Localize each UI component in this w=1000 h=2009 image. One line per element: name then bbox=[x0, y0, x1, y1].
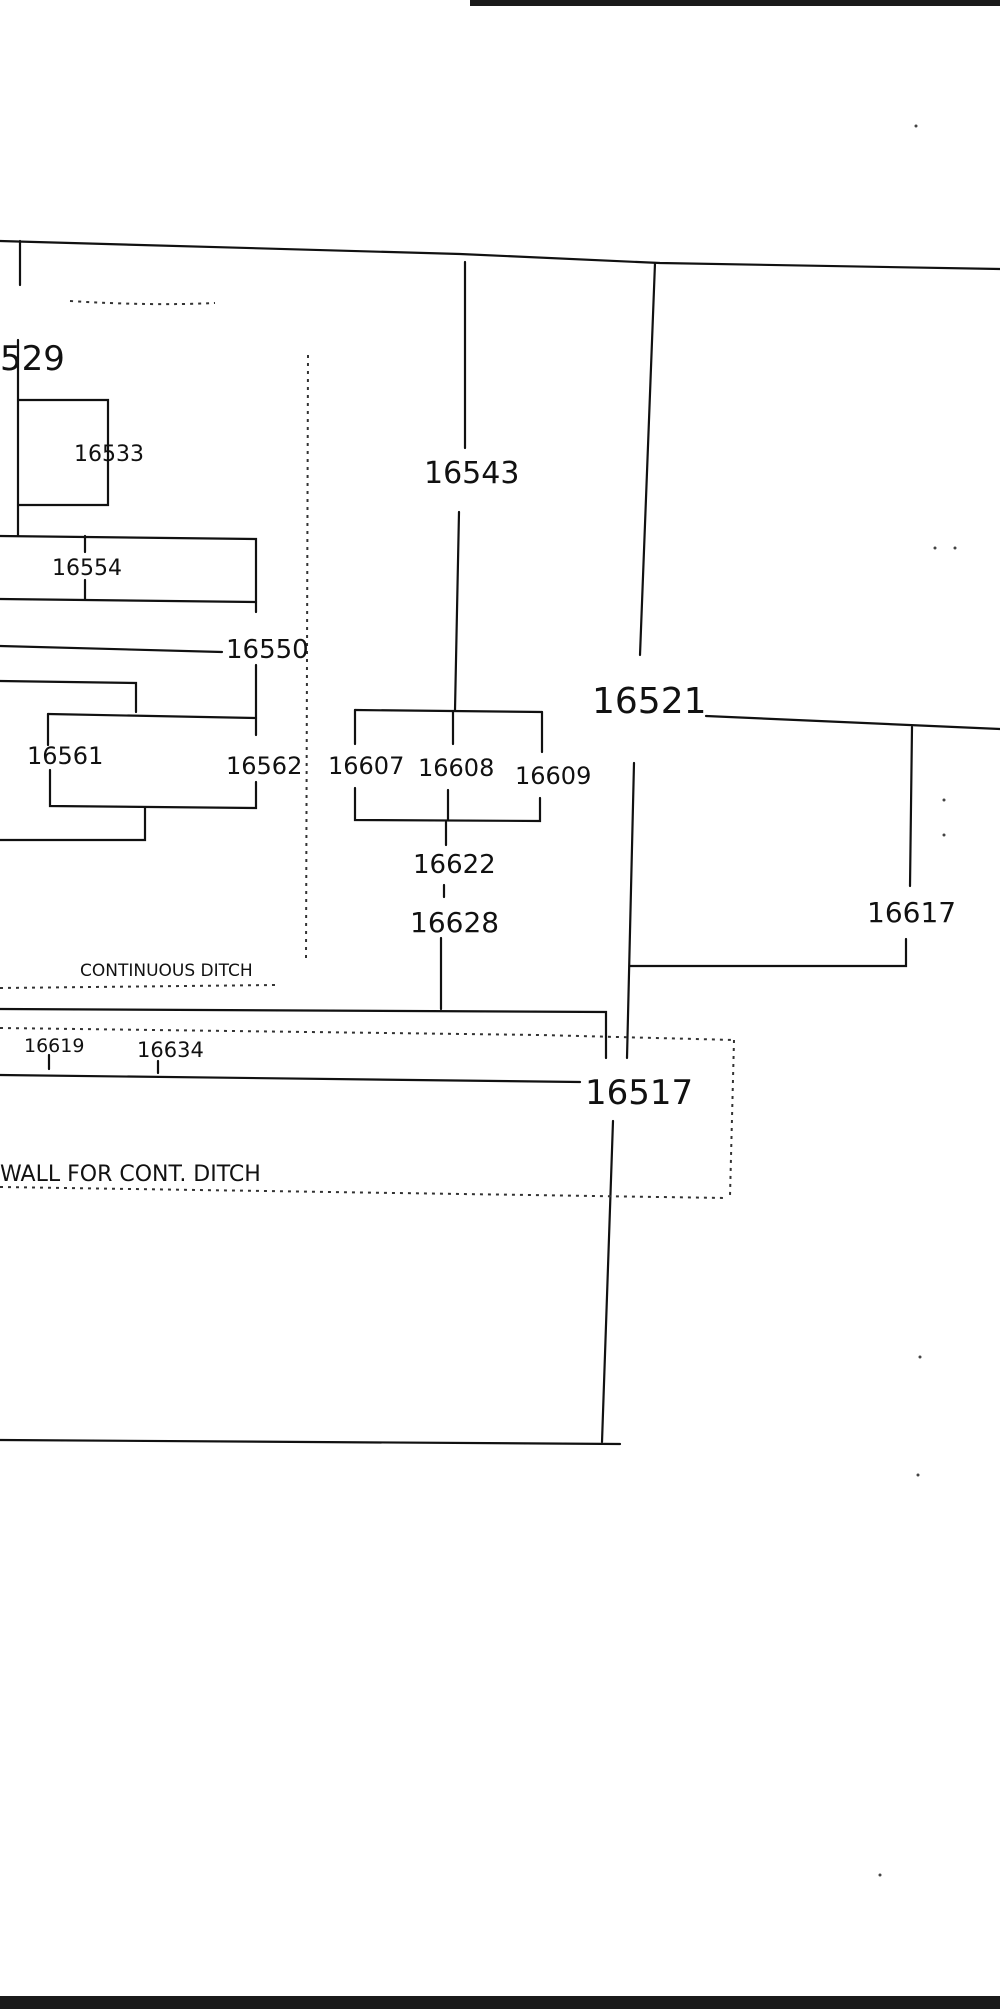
stem-16617-upper bbox=[908, 725, 914, 888]
context-label-529: 529 bbox=[0, 339, 65, 379]
box-16607-top bbox=[353, 708, 544, 714]
line-16517-left bbox=[0, 1073, 582, 1084]
wall-group-top-dash bbox=[0, 1027, 735, 1041]
continuous-ditch-dash bbox=[0, 984, 277, 989]
context-label-16634: 16634 bbox=[137, 1038, 204, 1062]
context-label-16561: 16561 bbox=[27, 742, 103, 770]
context-label-16619: 16619 bbox=[24, 1035, 84, 1057]
context-label-16608: 16608 bbox=[418, 754, 494, 782]
context-label-16521: 16521 bbox=[592, 681, 707, 722]
context-label-16607: 16607 bbox=[328, 752, 404, 780]
context-label-16617: 16617 bbox=[867, 896, 956, 929]
scan-speck bbox=[914, 124, 918, 128]
box-16517-top bbox=[0, 1007, 608, 1060]
wall-group-bottom-dash bbox=[0, 1186, 727, 1199]
stem-16543-lower bbox=[453, 510, 461, 712]
scan-speck bbox=[953, 546, 957, 550]
context-label-16622: 16622 bbox=[413, 850, 496, 880]
scan-speck bbox=[878, 1873, 882, 1877]
box-16561-top bbox=[46, 712, 258, 720]
context-label-16609: 16609 bbox=[515, 762, 591, 790]
scan-speck bbox=[942, 798, 946, 802]
link-16561-down bbox=[0, 806, 147, 842]
left-group-right-dash bbox=[305, 354, 309, 961]
context-label-16517: 16517 bbox=[585, 1073, 693, 1113]
upper-group-dash bbox=[69, 300, 216, 306]
box-16533 bbox=[16, 398, 110, 507]
scan-speck bbox=[916, 1473, 920, 1477]
context-label-16543: 16543 bbox=[424, 456, 519, 491]
stem-16517-lower bbox=[600, 1119, 615, 1444]
wall-group-right-dash bbox=[729, 1039, 735, 1197]
line-16521-right bbox=[704, 714, 1000, 731]
context-label-16533: 16533 bbox=[74, 442, 144, 467]
scan-speck bbox=[933, 546, 937, 550]
scan-speck bbox=[918, 1355, 922, 1359]
scan-speck bbox=[942, 833, 946, 837]
context-label-16550: 16550 bbox=[226, 635, 309, 665]
box-16561-bottom bbox=[48, 768, 258, 810]
stem-16521-lower bbox=[625, 761, 636, 1060]
continuous-ditch-label: CONTINUOUS DITCH bbox=[80, 961, 253, 981]
link-16561-top bbox=[0, 679, 138, 714]
line-16550 bbox=[0, 644, 224, 654]
bottom-horizontal-line bbox=[0, 1438, 622, 1446]
scan-edge-top bbox=[470, 0, 1000, 6]
wall-for-ditch-label: WALL FOR CONT. DITCH bbox=[0, 1162, 261, 1187]
stem-16521-upper bbox=[638, 261, 657, 657]
link-16617-bottom bbox=[628, 937, 908, 968]
scan-edge-bottom bbox=[0, 1996, 1000, 2009]
context-label-16554: 16554 bbox=[52, 556, 122, 581]
box-16554-bottom bbox=[0, 597, 258, 604]
context-label-16628: 16628 bbox=[410, 906, 499, 939]
context-label-16562: 16562 bbox=[226, 752, 302, 780]
top-horizontal-line bbox=[0, 239, 1000, 271]
